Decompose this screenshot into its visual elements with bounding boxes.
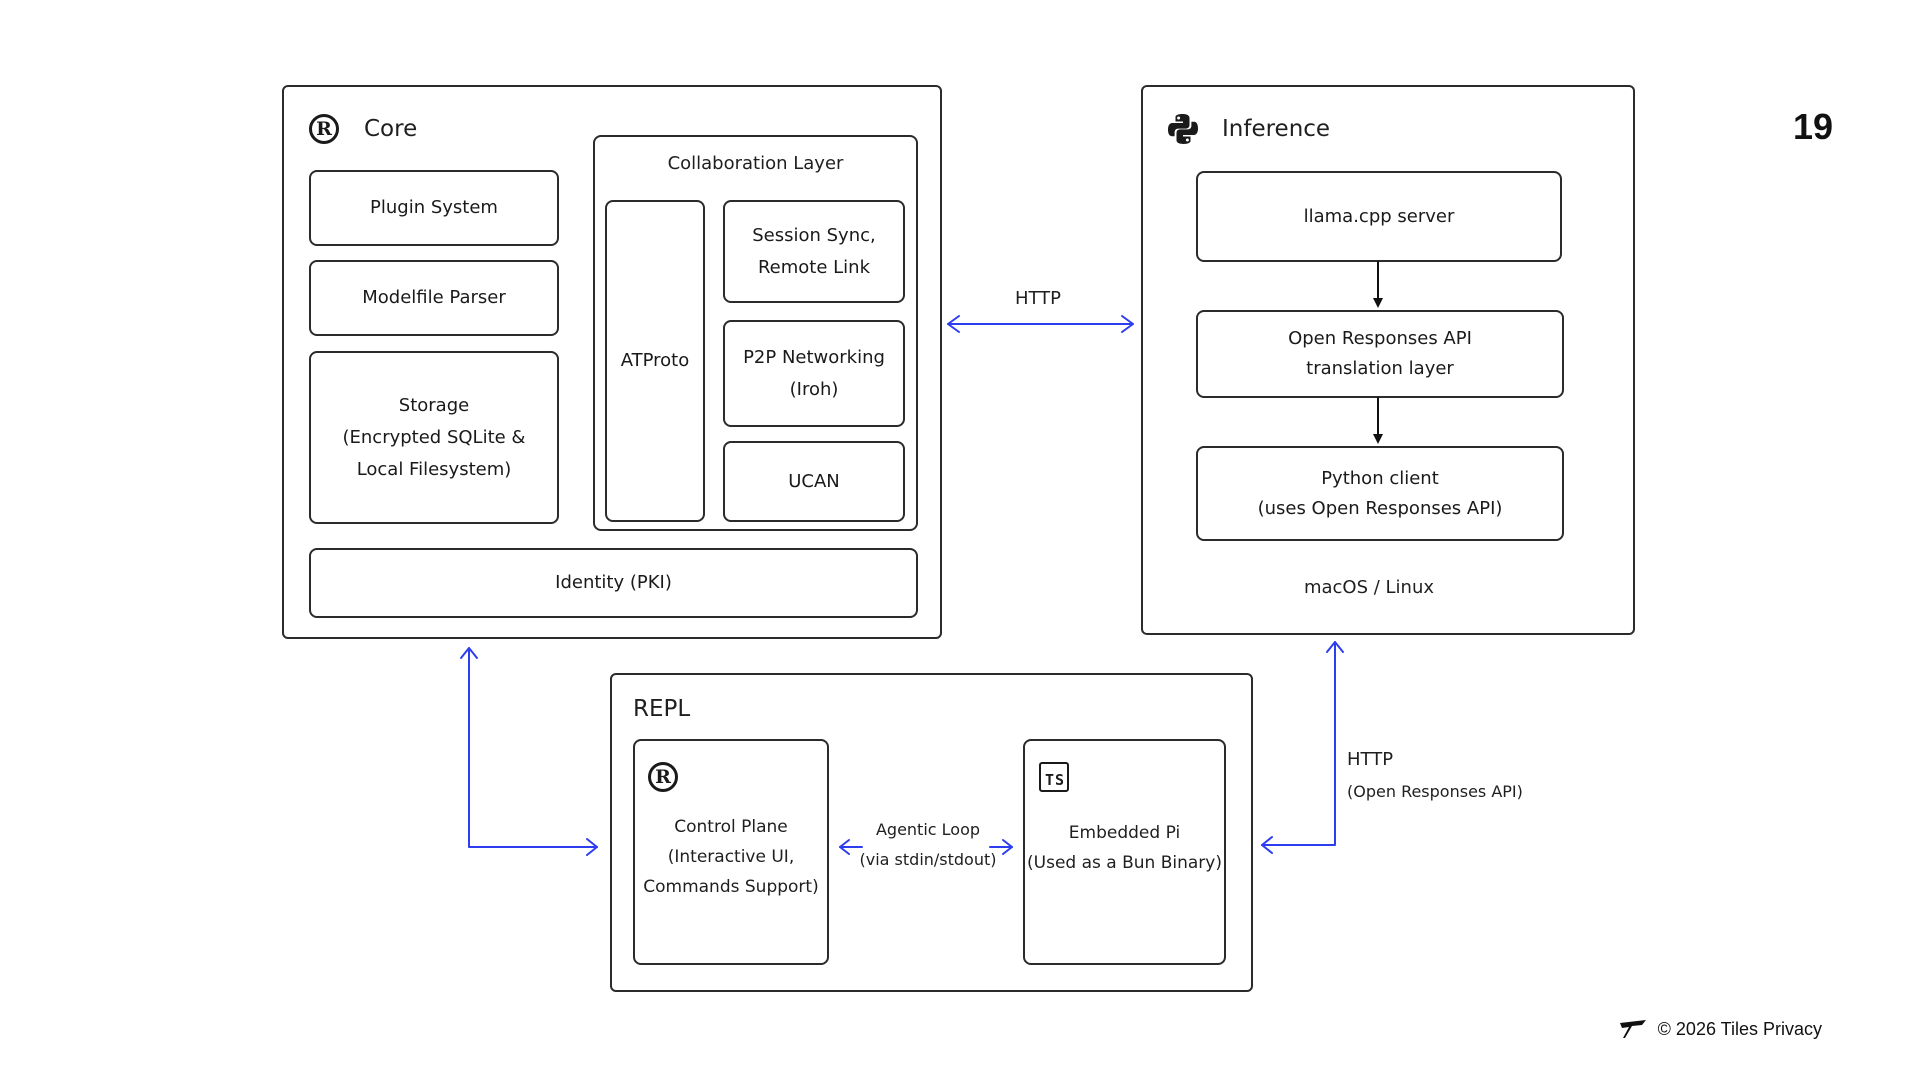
core-title: Core bbox=[364, 116, 418, 142]
http-right-line-2: (Open Responses API) bbox=[1347, 782, 1523, 801]
http-top-label: HTTP bbox=[1014, 288, 1062, 309]
http-bidirectional-arrow bbox=[947, 315, 1134, 333]
plugin-system-box: Plugin System bbox=[309, 170, 559, 246]
p2p-line-2: (Iroh) bbox=[789, 378, 839, 400]
storage-line-2: (Encrypted SQLite & bbox=[342, 426, 526, 448]
inference-repl-arrow bbox=[1261, 641, 1344, 854]
agentic-loop-right-arrow bbox=[989, 839, 1013, 855]
translation-arrowhead bbox=[1373, 434, 1383, 444]
python-client-line-2: (uses Open Responses API) bbox=[1257, 497, 1503, 519]
llama-arrowhead bbox=[1373, 298, 1383, 308]
plugin-system-label: Plugin System bbox=[370, 197, 498, 218]
page-number: 19 bbox=[1792, 106, 1833, 147]
session-sync-line-1: Session Sync, bbox=[752, 224, 876, 246]
embedded-pi-line-2: (Used as a Bun Binary) bbox=[1027, 853, 1222, 873]
agentic-loop-line-1: Agentic Loop bbox=[875, 820, 981, 839]
control-plane-line-3: Commands Support) bbox=[643, 877, 819, 897]
session-sync-box: Session Sync, Remote Link bbox=[723, 200, 905, 303]
footer: © 2026 Tiles Privacy bbox=[1618, 1018, 1822, 1040]
translation-layer-box: Open Responses API translation layer bbox=[1196, 310, 1564, 398]
atproto-label: ATProto bbox=[620, 350, 690, 371]
agentic-loop-label: Agentic Loop (via stdin/stdout) bbox=[848, 815, 1008, 875]
modelfile-parser-label: Modelfile Parser bbox=[362, 287, 506, 308]
http-right-label: HTTP (Open Responses API) bbox=[1347, 744, 1523, 808]
footer-text: © 2026 Tiles Privacy bbox=[1657, 1018, 1822, 1039]
control-plane-line-1: Control Plane bbox=[674, 817, 788, 837]
atproto-box: ATProto bbox=[605, 200, 705, 522]
storage-line-1: Storage bbox=[398, 394, 470, 416]
control-plane-line-2: (Interactive UI, bbox=[667, 847, 795, 867]
identity-box: Identity (PKI) bbox=[309, 548, 918, 618]
ucan-box: UCAN bbox=[723, 441, 905, 522]
rust-icon: R bbox=[648, 762, 678, 792]
session-sync-line-2: Remote Link bbox=[757, 256, 871, 278]
python-client-line-1: Python client bbox=[1321, 467, 1439, 489]
translation-line-2: translation layer bbox=[1306, 358, 1454, 379]
identity-label: Identity (PKI) bbox=[555, 572, 672, 593]
modelfile-parser-box: Modelfile Parser bbox=[309, 260, 559, 336]
llama-server-label: llama.cpp server bbox=[1303, 205, 1455, 227]
repl-title: REPL bbox=[633, 696, 691, 722]
python-icon bbox=[1168, 114, 1198, 144]
storage-box: Storage (Encrypted SQLite & Local Filesy… bbox=[309, 351, 559, 524]
embedded-pi-box bbox=[1023, 739, 1226, 965]
http-right-line-1: HTTP bbox=[1347, 749, 1394, 770]
platform-label: macOS / Linux bbox=[1303, 577, 1435, 598]
p2p-line-1: P2P Networking bbox=[743, 346, 885, 368]
embedded-pi-text: Embedded Pi (Used as a Bun Binary) bbox=[1023, 818, 1226, 878]
p2p-networking-box: P2P Networking (Iroh) bbox=[723, 320, 905, 427]
agentic-loop-left-arrow bbox=[839, 839, 863, 855]
ucan-label: UCAN bbox=[788, 470, 840, 492]
embedded-pi-line-1: Embedded Pi bbox=[1068, 823, 1181, 843]
translation-line-1: Open Responses API bbox=[1288, 328, 1472, 349]
rust-icon: R bbox=[309, 114, 339, 144]
agentic-loop-line-2: (via stdin/stdout) bbox=[859, 850, 997, 869]
llama-server-box: llama.cpp server bbox=[1196, 171, 1562, 262]
collaboration-layer-title: Collaboration Layer bbox=[667, 153, 844, 174]
core-repl-arrow bbox=[460, 647, 598, 856]
tiles-logo-icon bbox=[1619, 1020, 1646, 1038]
python-client-box: Python client (uses Open Responses API) bbox=[1196, 446, 1564, 541]
storage-line-3: Local Filesystem) bbox=[356, 458, 512, 480]
typescript-icon: TS bbox=[1039, 762, 1069, 792]
control-plane-text: Control Plane (Interactive UI, Commands … bbox=[633, 812, 829, 902]
inference-title: Inference bbox=[1222, 116, 1331, 142]
